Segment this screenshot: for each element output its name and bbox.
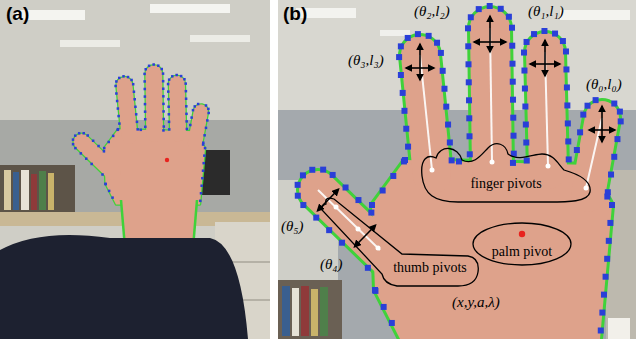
node-label: thumb pivots	[393, 260, 467, 276]
node-outline	[418, 140, 594, 204]
double-arrow	[355, 225, 376, 247]
ceiling-light	[150, 4, 230, 13]
outline-ellipse	[473, 223, 571, 265]
palm-pivot-dot	[519, 231, 525, 237]
book	[4, 170, 11, 210]
pivot-point	[334, 205, 339, 210]
parameter-label: (θ₀,l₀)	[586, 76, 622, 93]
double-arrow	[601, 106, 603, 142]
parameter-label: (θ₅)	[281, 218, 304, 235]
double-arrow	[419, 44, 421, 80]
book	[292, 288, 299, 336]
outline-blob	[322, 198, 478, 286]
book	[31, 174, 37, 210]
book	[39, 171, 46, 210]
panel-letter: (a)	[6, 3, 29, 25]
parameter-label: (θ₃,l₃)	[348, 52, 384, 69]
pivot-ellipse: palm pivot	[472, 222, 572, 266]
double-arrow	[489, 16, 491, 52]
book	[301, 286, 309, 336]
book	[21, 170, 29, 210]
pivot-point	[356, 227, 361, 232]
book	[311, 289, 318, 336]
ceiling	[0, 0, 270, 339]
parameter-label: (x,y,a,λ)	[452, 294, 500, 311]
panel-gap	[270, 0, 278, 339]
ceiling	[278, 0, 636, 339]
hand-figure-small	[72, 63, 210, 204]
ceiling-light	[190, 35, 250, 42]
finger-skeleton	[318, 28, 602, 251]
node-label: palm pivot	[492, 244, 552, 260]
panel-letter: (b)	[283, 3, 307, 25]
parameter-label: (θ₁,l₁)	[528, 3, 564, 20]
sleeve	[0, 235, 248, 339]
parameter-label: (θ₄)	[320, 256, 343, 273]
pivot-point	[546, 164, 551, 169]
bookshelf	[0, 165, 75, 220]
motion-arrows	[318, 16, 616, 247]
pivot-group-outline: finger pivots	[418, 140, 594, 204]
ceiling-light	[60, 40, 120, 47]
bookshelf	[278, 280, 342, 339]
book	[48, 173, 54, 210]
pivot-point	[376, 246, 381, 251]
pivot-point	[584, 186, 589, 191]
hand-figure-large	[295, 3, 624, 339]
pivot-point	[490, 160, 495, 165]
book	[13, 172, 19, 210]
book	[320, 287, 328, 336]
outline-blob	[422, 144, 591, 202]
panel-b-photo	[278, 0, 636, 339]
ceiling-light	[560, 10, 630, 20]
skeleton-line	[586, 118, 602, 188]
panel-a-photo	[0, 0, 270, 339]
node-label: finger pivots	[470, 176, 541, 192]
book	[282, 286, 290, 336]
parameter-label: (θ₂,l₂)	[414, 3, 450, 20]
skeleton-line	[420, 55, 432, 170]
double-arrow	[544, 40, 546, 76]
palm-dot	[165, 158, 169, 162]
pivot-group-outline: thumb pivots	[322, 196, 494, 288]
mug	[608, 318, 630, 339]
pivot-point	[430, 168, 435, 173]
